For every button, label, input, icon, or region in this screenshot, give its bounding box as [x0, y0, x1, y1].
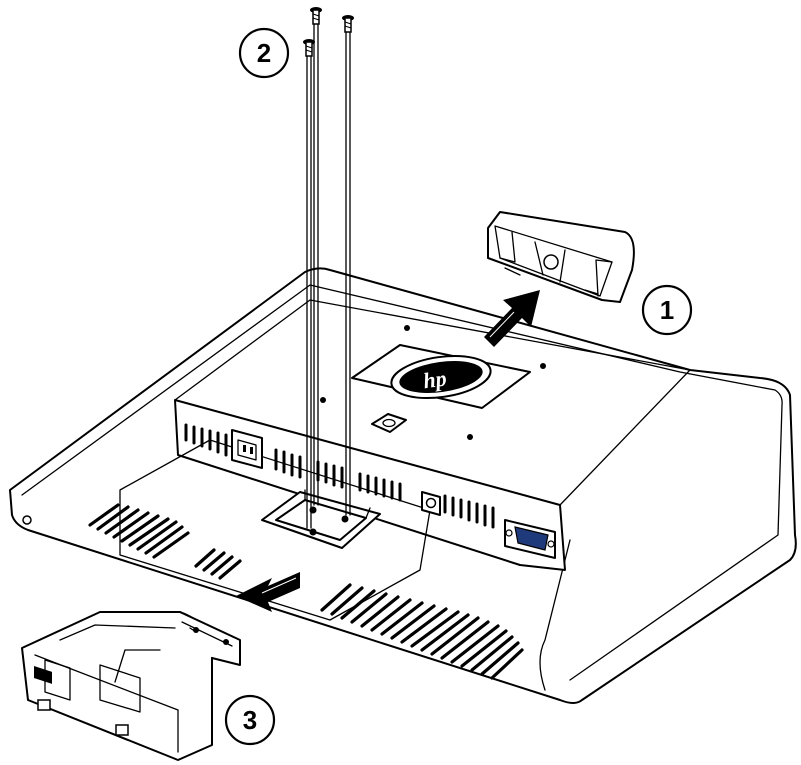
hinge-cover-piece: [487, 211, 635, 303]
vent-slots-lower-right: [320, 583, 524, 680]
callout-step-3: 3: [224, 694, 276, 746]
power-connector-icon: [231, 429, 263, 469]
hp-logo-plate: hp: [351, 344, 531, 409]
callout-step-1: 1: [641, 284, 693, 336]
callout-step-1-label: 1: [660, 295, 674, 325]
arrow-icon: [236, 572, 300, 612]
vent-slots-lower-left: [88, 503, 242, 580]
vesa-mount-holes: [320, 325, 546, 440]
callout-step-2: 2: [238, 27, 290, 79]
vent-slots-upper: [184, 423, 495, 529]
callout-step-3-label: 3: [243, 705, 257, 735]
bezel-screw: [22, 515, 32, 525]
screw-guide-lines: [306, 15, 351, 529]
callout-step-2-label: 2: [257, 38, 271, 68]
stand-base-piece: [21, 611, 241, 761]
monitor-back-panel: [9, 267, 797, 704]
svg-text:hp: hp: [422, 365, 449, 393]
kensington-slot: [371, 413, 407, 433]
arrow-icon: [484, 290, 540, 347]
audio-jack-icon: [421, 491, 441, 516]
vga-connector-icon: [504, 519, 556, 559]
screw-icon: [303, 7, 354, 57]
